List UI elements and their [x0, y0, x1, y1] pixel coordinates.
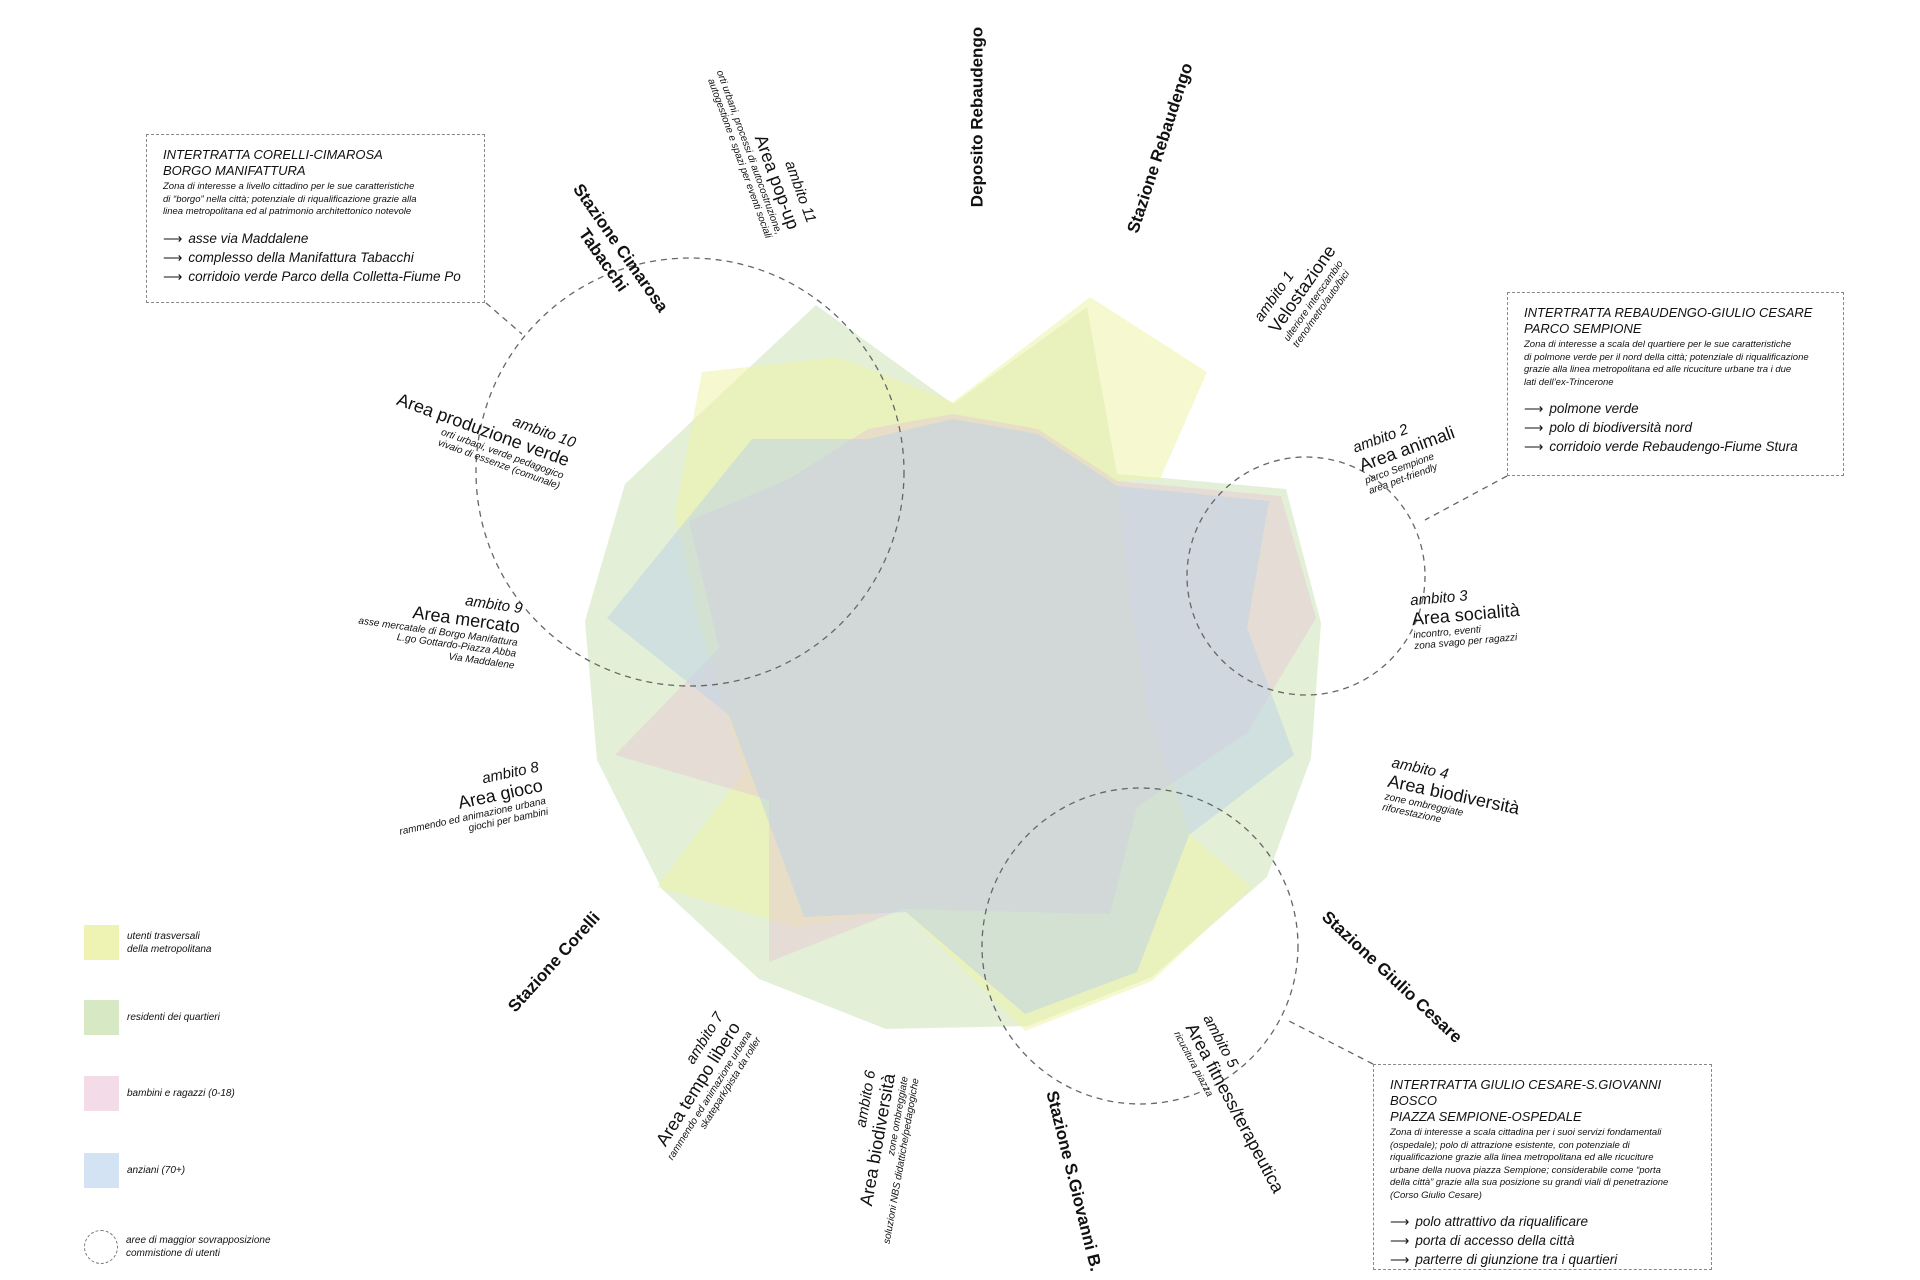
box-point: ⟶ porta di accesso della città [1390, 1231, 1695, 1250]
arrow-right-icon: ⟶ [163, 249, 183, 265]
box-point: ⟶ parterre di giunzione tra i quartieri [1390, 1250, 1695, 1269]
box-description: di polmone verde per il nord della città… [1524, 351, 1809, 363]
box-description: Zona di interesse a livello cittadino pe… [163, 181, 415, 192]
box-title: INTERTRATTA GIULIO CESARE-S.GIOVANNI BOS… [1390, 1077, 1662, 1108]
box-point: ⟶ polo attrattivo da riqualificare [1390, 1212, 1695, 1231]
box-description: Zona di interesse a scala cittadina per … [1390, 1127, 1662, 1138]
arrow-right-icon: ⟶ [163, 230, 183, 246]
box-description: grazie alla linea metropolitana ed alle … [1524, 364, 1792, 375]
anziani-area [607, 419, 1294, 1014]
overlap-circle-sempione [1186, 456, 1426, 696]
box-points: ⟶ asse via Maddalene ⟶ complesso della Mani… [163, 229, 468, 286]
legend-swatch [84, 1153, 119, 1188]
arrow-right-icon: ⟶ [1524, 420, 1544, 435]
box-point-text: asse via Maddalene [188, 230, 309, 246]
box-point-text: complesso della Manifattura Tabacchi [188, 249, 414, 265]
box-points: ⟶ polmone verde ⟶ polo di biodiversità nord… [1524, 399, 1827, 456]
legend-item: bambini e ragazzi (0-18) [84, 1076, 235, 1111]
box-point-text: polo di biodiversità nord [1549, 420, 1692, 435]
legend-label: residenti dei quartieri [127, 1012, 220, 1023]
box-title: INTERTRATTA CORELLI-CIMAROSA [163, 147, 383, 162]
legend-label: aree di maggior sovrapposizione commisti… [126, 1235, 271, 1259]
box-description: di “borgo” nella città; potenziale di ri… [163, 193, 417, 205]
box-point: ⟶ complesso della Manifattura Tabacchi [163, 248, 468, 267]
connector-line-box2 [1424, 475, 1508, 521]
legend-item: anziani (70+) [84, 1153, 185, 1188]
legend-swatch [84, 1000, 119, 1035]
box-point-text: porta di accesso della città [1415, 1233, 1575, 1248]
connector-line-box1 [485, 302, 523, 335]
arrow-right-icon: ⟶ [1390, 1233, 1410, 1248]
box-description: (Corso Giulio Cesare) [1390, 1189, 1482, 1201]
dashed-circle-icon [84, 1230, 118, 1264]
arrow-right-icon: ⟶ [1524, 439, 1544, 454]
legend-item: aree di maggior sovrapposizione commisti… [84, 1230, 271, 1264]
box-title: INTERTRATTA REBAUDENGO-GIULIO CESARE [1524, 305, 1813, 320]
legend-swatch [84, 1076, 119, 1111]
box-point: ⟶ polo di biodiversità nord [1524, 418, 1827, 437]
box-description: della città” grazie alla sua posizione s… [1390, 1177, 1669, 1188]
box-point: ⟶ asse via Maddalene [163, 229, 468, 248]
box-description: linea metropolitana ed al patrimonio arc… [163, 206, 412, 217]
info-box-intertratta-3: INTERTRATTA GIULIO CESARE-S.GIOVANNI BOS… [1373, 1064, 1712, 1270]
box-points: ⟶ polo attrattivo da riqualificare ⟶ porta … [1390, 1212, 1695, 1269]
legend-swatch [84, 925, 119, 960]
box-point-text: parterre di giunzione tra i quartieri [1415, 1252, 1618, 1267]
box-point-text: polo attrattivo da riqualificare [1415, 1214, 1588, 1229]
box-point: ⟶ corridoio verde Rebaudengo-Fiume Stura [1524, 437, 1827, 456]
box-title: PARCO SEMPIONE [1524, 321, 1642, 336]
box-point-text: polmone verde [1549, 401, 1639, 416]
overlap-circle-cimarosa [475, 257, 905, 687]
box-title: PIAZZA SEMPIONE-OSPEDALE [1390, 1109, 1582, 1124]
box-point: ⟶ corridoio verde Parco della Colletta-Fi… [163, 267, 468, 286]
box-description: urbane della nuova piazza Sempione; cons… [1390, 1164, 1661, 1176]
station-deposito-rebaudengo: Deposito Rebaudengo [967, 26, 987, 208]
box-point: ⟶ polmone verde [1524, 399, 1827, 418]
arrow-right-icon: ⟶ [1390, 1214, 1410, 1229]
box-description: lati dell’ex-Trincerone [1524, 376, 1614, 388]
arrow-right-icon: ⟶ [163, 268, 183, 284]
box-title: BORGO MANIFATTURA [163, 163, 306, 178]
box-point-text: corridoio verde Rebaudengo-Fiume Stura [1549, 439, 1798, 454]
legend-item: utenti trasversali della metropolitana [84, 925, 212, 960]
connector-line-box3 [1286, 1019, 1374, 1065]
legend-label: anziani (70+) [127, 1165, 186, 1176]
overlap-circle-giulio-cesare [981, 787, 1299, 1105]
box-description: Zona di interesse a scala del quartiere … [1524, 339, 1792, 350]
box-description: riqualificazione grazie alla linea metro… [1390, 1152, 1654, 1163]
arrow-right-icon: ⟶ [1390, 1252, 1410, 1267]
box-point-text: corridoio verde Parco della Colletta-Fiu… [188, 268, 461, 284]
legend-label: bambini e ragazzi (0-18) [127, 1088, 235, 1099]
box-description: (ospedale); polo di attrazione esistente… [1390, 1139, 1630, 1151]
legend-item: residenti dei quartieri [84, 1000, 220, 1035]
arrow-right-icon: ⟶ [1524, 401, 1544, 416]
legend-label: utenti trasversali della metropolitana [127, 930, 212, 955]
